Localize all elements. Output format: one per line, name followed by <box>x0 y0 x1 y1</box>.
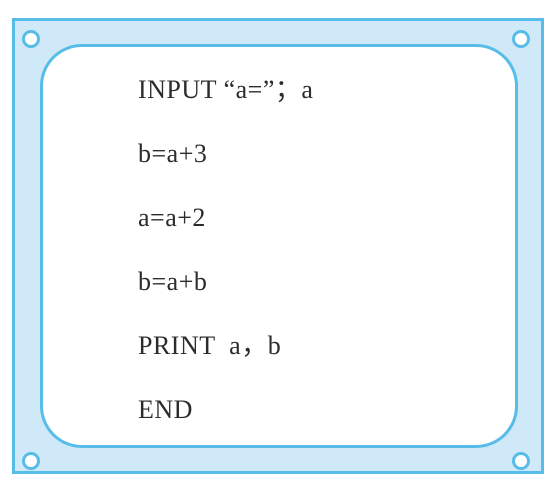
code-line-print: PRINT a，b <box>138 331 282 360</box>
code-line-assign-a: a=a+2 <box>138 203 206 232</box>
code-line-assign-b: b=a+3 <box>138 139 208 168</box>
code-line-assign-b-sum: b=a+b <box>138 267 208 296</box>
corner-circle-top-left-icon <box>22 30 40 48</box>
corner-circle-bottom-left-icon <box>22 452 40 470</box>
code-line-end: END <box>138 395 193 424</box>
program-code: INPUT “a=”；a b=a+3 a=a+2 b=a+b PRINT a，b… <box>138 68 498 452</box>
program-panel <box>40 44 518 448</box>
corner-circle-top-right-icon <box>512 30 530 48</box>
corner-circle-bottom-right-icon <box>512 452 530 470</box>
code-line-input: INPUT “a=”；a <box>138 75 314 104</box>
